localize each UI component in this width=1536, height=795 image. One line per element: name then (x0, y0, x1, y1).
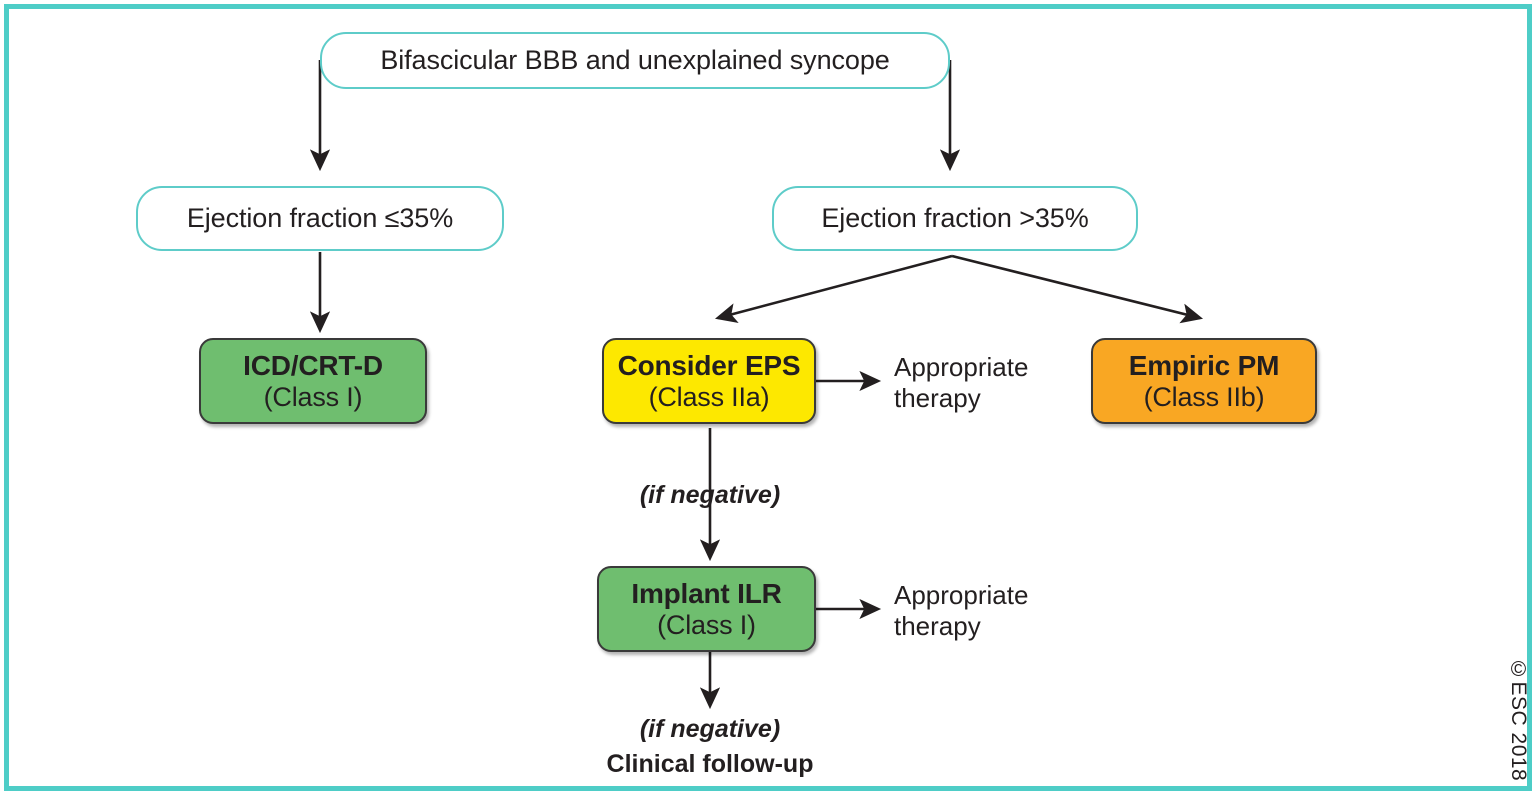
node-ejection-fraction-high[interactable]: Ejection fraction >35% (772, 186, 1138, 251)
label-if-negative-ilr: (if negative) (639, 715, 781, 743)
node-icd-crt-d-class: (Class I) (263, 381, 363, 412)
node-empiric-pm-class: (Class IIb) (1143, 381, 1265, 412)
node-root[interactable]: Bifascicular BBB and unexplained syncope (320, 32, 950, 89)
node-consider-eps-title: Consider EPS (617, 350, 801, 382)
node-consider-eps[interactable]: Consider EPS (Class IIa) (602, 338, 816, 424)
node-ejection-fraction-low[interactable]: Ejection fraction ≤35% (136, 186, 504, 251)
node-ejection-fraction-high-label: Ejection fraction >35% (821, 203, 1089, 233)
label-clinical-follow-up: Clinical follow-up (606, 750, 814, 778)
label-if-negative-eps: (if negative) (639, 481, 781, 509)
label-outcome-therapy-eps: Appropriate therapy (894, 352, 1029, 413)
node-implant-ilr-title: Implant ILR (631, 578, 782, 610)
node-icd-crt-d[interactable]: ICD/CRT-D (Class I) (199, 338, 427, 424)
node-implant-ilr[interactable]: Implant ILR (Class I) (597, 566, 816, 652)
node-root-label: Bifascicular BBB and unexplained syncope (380, 45, 890, 75)
node-ejection-fraction-low-label: Ejection fraction ≤35% (186, 203, 454, 233)
label-outcome-therapy-ilr: Appropriate therapy (894, 580, 1029, 641)
copyright-notice: ©ESC 2018 (1507, 657, 1530, 781)
node-consider-eps-class: (Class IIa) (648, 381, 770, 412)
node-implant-ilr-class: (Class I) (657, 609, 756, 640)
node-icd-crt-d-title: ICD/CRT-D (243, 350, 383, 382)
node-empiric-pm-title: Empiric PM (1128, 350, 1280, 382)
node-empiric-pm[interactable]: Empiric PM (Class IIb) (1091, 338, 1317, 424)
